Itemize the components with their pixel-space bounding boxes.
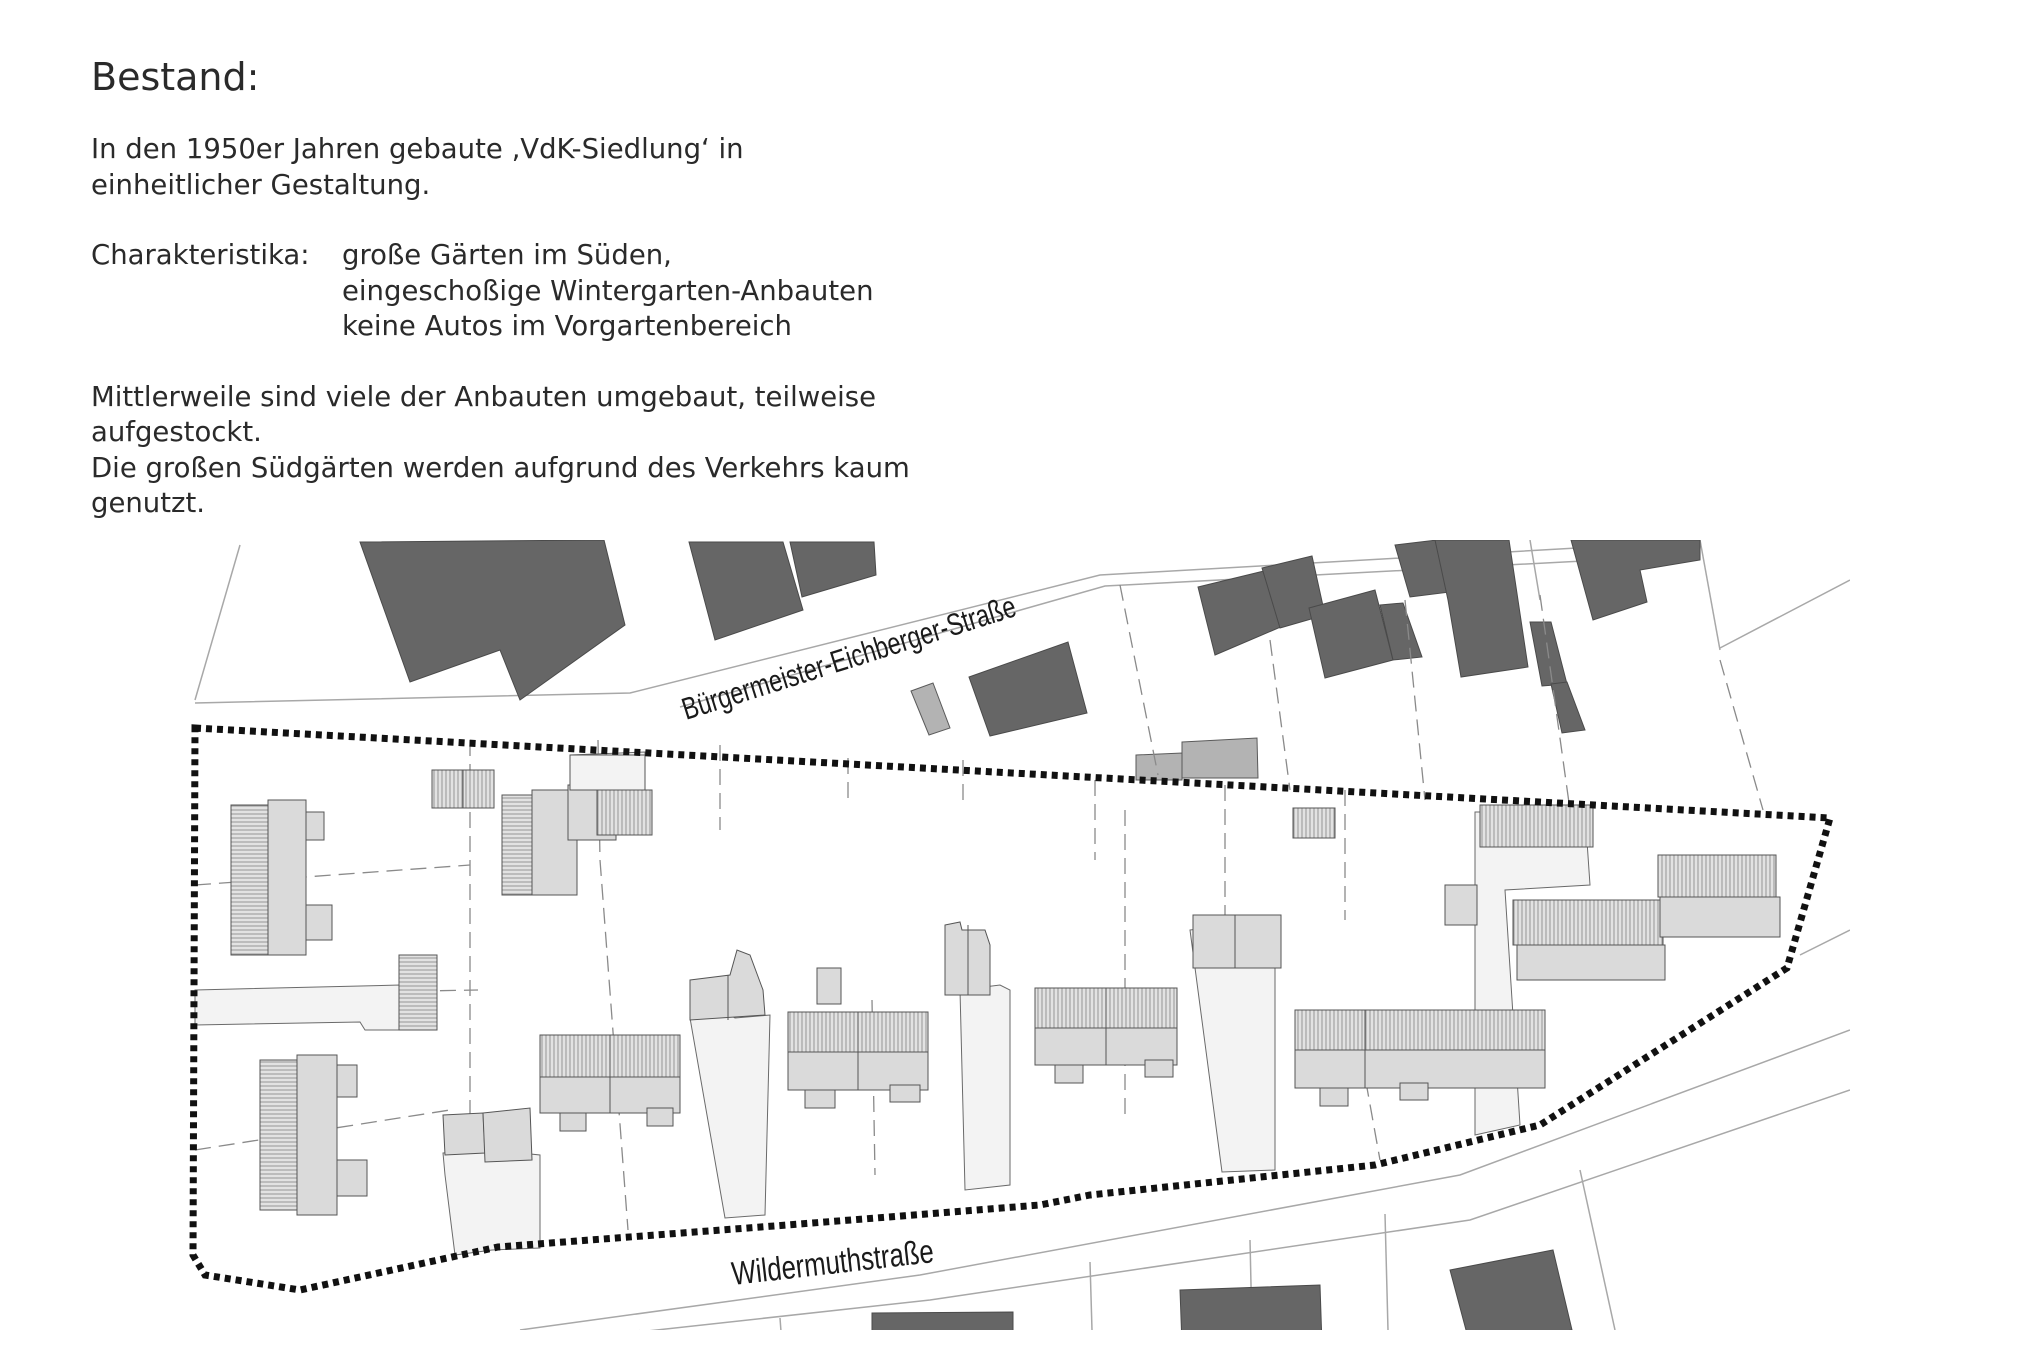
page-title: Bestand: [91, 55, 260, 99]
vdk-houses [230, 754, 1781, 1216]
characteristics: Charakteristika: große Gärten im Süden, … [91, 238, 1091, 345]
characteristic-item: keine Autos im Vorgartenbereich [342, 310, 792, 342]
existing-buildings [359, 540, 1701, 1330]
intro-line-1: In den 1950er Jahren gebaute ‚VdK-Siedlu… [91, 133, 744, 165]
intro-line-2: einheitlicher Gestaltung. [91, 168, 431, 201]
street-label-south: Wildermuthstraße [730, 1233, 936, 1293]
annexes [910, 682, 1259, 781]
characteristic-item: große Gärten im Süden, [342, 239, 672, 271]
project-boundary [189, 724, 1835, 1294]
note-line-4: genutzt. [91, 487, 205, 519]
characteristic-item: eingeschoßige Wintergarten-Anbauten [342, 274, 874, 307]
note-line-3: Die großen Südgärten werden aufgrund des… [91, 451, 910, 484]
characteristics-label: Charakteristika: [91, 239, 310, 271]
note-line-2: aufgestockt. [91, 416, 262, 448]
note-line-1: Mittlerweile sind viele der Anbauten umg… [91, 380, 877, 413]
text-block: Bestand: In den 1950er Jahren gebaute ‚V… [91, 50, 1091, 522]
